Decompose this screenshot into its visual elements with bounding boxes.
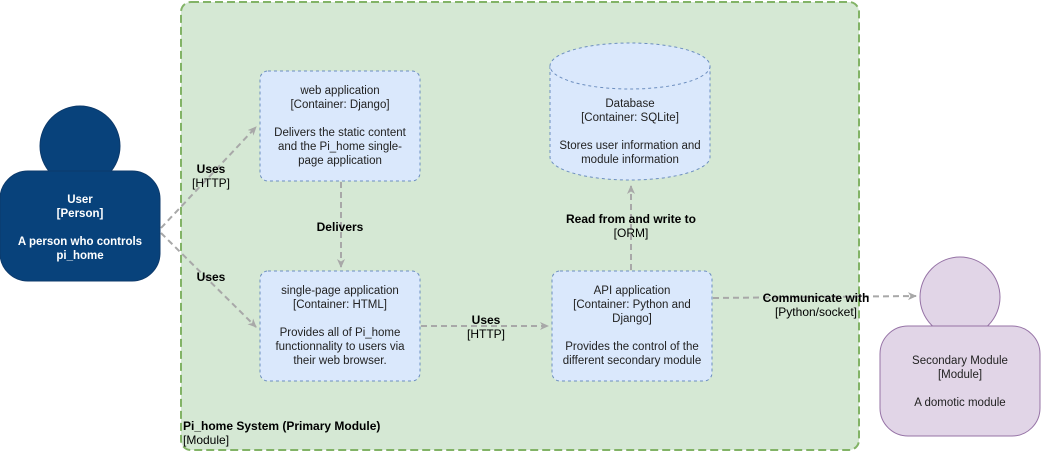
system-title-block: Pi_home System (Primary Module) [Module] [183,419,380,447]
secondary-desc: A domotic module [914,397,1006,409]
user-body [0,170,161,282]
relation-user-spa-title: Uses [196,270,226,284]
relation-api-db-tech: [ORM] [613,226,649,240]
database-desc-1: Stores user information and [559,140,701,152]
database-label: Database [Container: SQLite] Stores user… [550,90,710,174]
api-name: API application [593,285,671,297]
secondary-body [879,325,1041,437]
relation-spa-api-label: Uses [HTTP] [456,313,516,341]
relation-api-secondary-label: Communicate with [Python/socket] [756,291,876,319]
api-label: API application [Container: Python and D… [552,278,712,374]
spa-type: [Container: HTML] [293,299,387,311]
arrow-api-to-secondary [712,292,917,301]
web-application-desc-1: Delivers the static content [274,127,406,139]
relation-api-db-label: Read from and write to [ORM] [551,212,711,240]
web-application-name: web application [300,85,380,97]
arrow-user-to-web [160,126,257,229]
relation-user-web-tech: [HTTP] [192,176,230,190]
api-desc-1: Provides the control of the [565,341,699,353]
user-name: User [67,194,93,206]
relation-user-spa-label: Uses [181,270,241,284]
database-name: Database [605,98,655,110]
relation-api-secondary-tech: [Python/socket] [774,305,858,319]
api-type-2: Django] [612,313,652,325]
database-body [549,66,711,181]
user-person[interactable] [0,105,161,282]
user-type: [Person] [56,208,104,220]
database-desc-2: module information [581,154,679,166]
relation-web-spa-title: Delivers [316,220,364,234]
arrow-user-to-spa [160,232,257,328]
web-application-desc-2: and the Pi_home single- [277,141,403,153]
user-label: User [Person] A person who controls pi_h… [0,185,160,271]
database-type: [Container: SQLite] [581,112,679,124]
system-title: Pi_home System (Primary Module) [183,419,381,433]
api-desc-2: different secondary module [562,355,702,367]
database-cylinder[interactable] [549,42,711,181]
web-application-desc-3: page application [298,155,382,167]
relation-user-web-title: Uses [196,162,226,176]
user-desc-1: A person who controls [17,236,143,248]
api-application-box[interactable] [551,270,713,382]
relation-web-spa-label: Delivers [300,220,380,234]
database-top [549,42,711,90]
system-subtitle: [Module] [183,433,230,447]
relation-spa-api-tech: [HTTP] [467,327,505,341]
spa-desc-3: their web browser. [293,355,387,367]
web-application-type: [Container: Django] [290,99,390,111]
user-desc-2: pi_home [56,250,104,262]
secondary-name: Secondary Module [912,355,1008,367]
spa-desc-2: functionnality to users via [275,341,405,353]
spa-name: single-page application [281,285,399,297]
secondary-label: Secondary Module [Module] A domotic modu… [880,346,1040,418]
spa-label: single-page application [Container: HTML… [260,278,420,374]
relation-user-web-label: Uses [HTTP] [181,162,241,190]
relation-api-db-title: Read from and write to [565,212,696,226]
single-page-application-box[interactable] [259,270,421,382]
api-type: [Container: Python and [573,299,691,311]
secondary-module-person[interactable] [879,256,1041,437]
secondary-type: [Module] [937,369,983,381]
web-application-label: web application [Container: Django] Deli… [260,78,420,174]
system-boundary [180,1,860,451]
spa-desc-1: Provides all of Pi_home [279,327,401,339]
secondary-head [919,256,1001,338]
relation-spa-api-title: Uses [471,313,501,327]
web-application-box[interactable] [259,70,421,182]
relation-api-secondary-title: Communicate with [762,291,870,305]
